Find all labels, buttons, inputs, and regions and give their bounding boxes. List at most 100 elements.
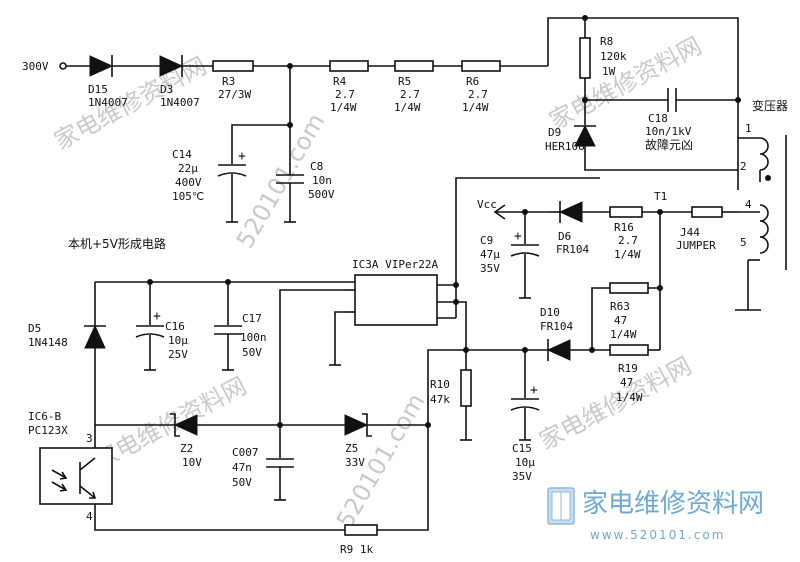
svg-text:105℃: 105℃ [172, 190, 204, 203]
svg-text:1/4W: 1/4W [614, 248, 641, 261]
svg-text:1N4007: 1N4007 [88, 96, 128, 109]
svg-text:1N4007: 1N4007 [160, 96, 200, 109]
svg-text:C18: C18 [648, 112, 668, 125]
diode-d9: D9 HER108 [545, 124, 596, 153]
svg-text:家电维修资料网: 家电维修资料网 [582, 489, 764, 519]
svg-text:27/3W: 27/3W [218, 88, 251, 101]
svg-text:R3: R3 [222, 75, 235, 88]
resistor-r16: R16 2.7 1/4W [609, 206, 643, 261]
svg-text:+: + [153, 309, 161, 324]
svg-text:R19: R19 [618, 362, 638, 375]
svg-text:3: 3 [86, 432, 93, 445]
svg-text:10n/1kV: 10n/1kV [645, 125, 692, 138]
svg-text:D3: D3 [160, 83, 173, 96]
book-icon [547, 487, 575, 525]
snubber-section: R8 120k 1W C18 10n/1kV 故障元凶 D9 HER108 [545, 18, 741, 171]
svg-text:R8: R8 [600, 35, 613, 48]
svg-text:1/4W: 1/4W [462, 101, 489, 114]
section-title-5v: 本机+5V形成电路 [68, 236, 166, 251]
five-volt-section: D5 1N4148 + C16 10μ 25V C17 100n 50V [28, 279, 355, 425]
resistor-r5: R5 2.7 1/4W [394, 60, 434, 114]
svg-text:R9 1k: R9 1k [340, 543, 373, 556]
svg-text:+: + [514, 229, 522, 244]
svg-text:C16: C16 [165, 320, 185, 333]
svg-text:C15: C15 [512, 442, 532, 455]
svg-text:4: 4 [86, 510, 93, 523]
optocoupler-ic6b: IC6-B PC123X 3 4 [28, 410, 113, 523]
svg-text:R6: R6 [466, 75, 479, 88]
svg-text:D9: D9 [548, 126, 561, 139]
svg-text:10μ: 10μ [515, 456, 535, 469]
capacitor-c9: + C9 47μ 35V [480, 229, 540, 275]
svg-text:1/4W: 1/4W [394, 101, 421, 114]
diode-d5: D5 1N4148 [28, 322, 106, 349]
svg-text:IC3A VIPer22A: IC3A VIPer22A [352, 258, 438, 271]
svg-text:D10: D10 [540, 306, 560, 319]
svg-text:R16: R16 [614, 221, 634, 234]
transformer: 变压器 1 2 4 5 [738, 98, 788, 310]
input-voltage-label: 300V [22, 60, 49, 73]
svg-text:IC6-B: IC6-B [28, 410, 61, 423]
svg-text:47n: 47n [232, 461, 252, 474]
svg-text:10μ: 10μ [168, 334, 188, 347]
svg-text:1W: 1W [602, 65, 616, 78]
resistor-r10: R10 47k [430, 369, 472, 407]
svg-text:Z5: Z5 [345, 442, 358, 455]
svg-text:47k: 47k [430, 393, 450, 406]
svg-text:1/4W: 1/4W [330, 101, 357, 114]
svg-text:400V: 400V [175, 176, 202, 189]
svg-text:2.7: 2.7 [400, 88, 420, 101]
resistor-r19: R19 47 1/4W [609, 344, 649, 404]
input-terminal [59, 62, 67, 70]
svg-text:HER108: HER108 [545, 140, 585, 153]
resistor-r6: R6 2.7 1/4W [461, 60, 501, 114]
svg-text:www.520101.com: www.520101.com [590, 528, 725, 542]
svg-text:C17: C17 [242, 312, 262, 325]
svg-text:+: + [530, 383, 538, 398]
svg-text:2: 2 [740, 160, 747, 173]
capacitor-c17: C17 100n 50V [214, 312, 267, 359]
svg-text:R5: R5 [398, 75, 411, 88]
svg-text:5: 5 [740, 236, 747, 249]
ic-viper22a: IC3A VIPer22A [279, 258, 467, 425]
vcc-label: Vcc [477, 198, 497, 211]
svg-text:C007: C007 [232, 446, 259, 459]
svg-text:47μ: 47μ [480, 248, 500, 261]
svg-text:PC123X: PC123X [28, 424, 68, 437]
feedback-section: R63 47 1/4W R19 47 1/4W D10 FR104 R10 47… [427, 212, 663, 483]
capacitor-c16: + C16 10μ 25V [135, 309, 188, 361]
svg-text:47: 47 [620, 376, 633, 389]
svg-text:FR104: FR104 [556, 243, 589, 256]
vcc-line: Vcc D6 FR104 R16 2.7 1/4W T1 J44 JUMPER [455, 177, 738, 298]
capacitor-c007: C007 47n 50V [232, 446, 294, 489]
diode-d6: D6 FR104 [556, 201, 589, 256]
svg-text:35V: 35V [480, 262, 500, 275]
svg-text:10n: 10n [312, 174, 332, 187]
svg-text:C9: C9 [480, 234, 493, 247]
resistor-r3: R3 27/3W [212, 60, 254, 101]
svg-text:D15: D15 [88, 83, 108, 96]
diode-d15: D15 1N4007 [88, 55, 128, 109]
svg-text:500V: 500V [308, 188, 335, 201]
svg-text:50V: 50V [232, 476, 252, 489]
svg-text:JUMPER: JUMPER [676, 239, 716, 252]
svg-text:1/4W: 1/4W [610, 328, 637, 341]
resistor-r63: R63 47 1/4W [609, 282, 649, 341]
svg-text:47: 47 [614, 314, 627, 327]
capacitor-c18: C18 10n/1kV 故障元凶 [645, 88, 693, 152]
svg-text:C8: C8 [310, 160, 323, 173]
svg-text:2.7: 2.7 [468, 88, 488, 101]
svg-text:1N4148: 1N4148 [28, 336, 68, 349]
ground-symbols [144, 221, 761, 501]
svg-text:C14: C14 [172, 148, 192, 161]
svg-text:10V: 10V [182, 456, 202, 469]
capacitor-c8: C8 10n 500V [276, 160, 335, 201]
svg-text:100n: 100n [240, 331, 267, 344]
svg-text:4: 4 [745, 198, 752, 211]
jumper-j44: J44 JUMPER [676, 206, 723, 252]
svg-text:Z2: Z2 [180, 442, 193, 455]
svg-text:50V: 50V [242, 346, 262, 359]
zener-row: Z2 10V Z5 33V C007 47n 50V R9 1k [94, 413, 431, 556]
svg-text:1/4W: 1/4W [616, 391, 643, 404]
